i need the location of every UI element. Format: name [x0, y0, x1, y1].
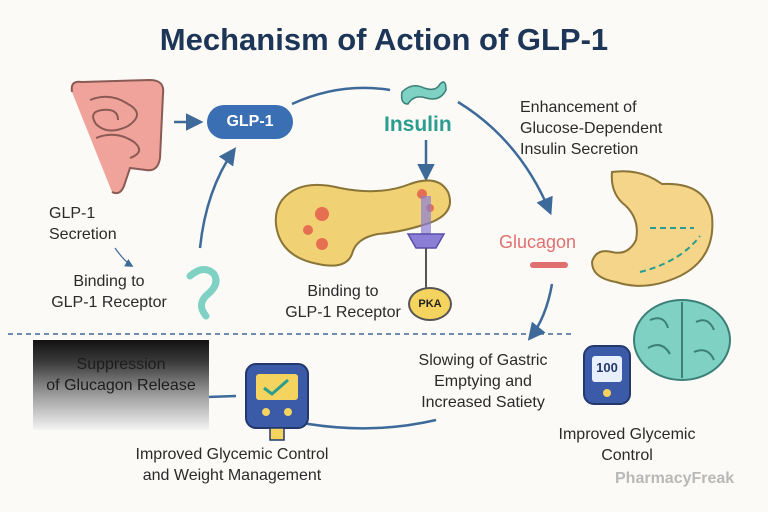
- step-improved-glycemic-right: Improved Glycemic Control: [532, 424, 722, 466]
- step-line: Enhancement of: [520, 99, 637, 116]
- step-enhancement: Enhancement of Glucose-Dependent Insulin…: [520, 97, 662, 160]
- step-improved-glycemic-bottom: Improved Glycemic Control and Weight Man…: [112, 444, 352, 486]
- suppression-box: Suppression of Glucagon Release: [33, 340, 209, 430]
- step-line: Increased Satiety: [421, 394, 545, 411]
- step-line: Improved Glycemic Control: [135, 446, 329, 463]
- step-line: Suppression: [76, 356, 166, 373]
- step-line: and Weight Management: [142, 467, 322, 484]
- step-line: of Glucagon Release: [46, 377, 196, 394]
- step-line: Emptying and: [434, 373, 532, 390]
- glp1-pill-label: GLP-1: [207, 105, 293, 139]
- insulin-label: Insulin: [384, 113, 452, 136]
- step-suppression: Suppression of Glucagon Release: [33, 354, 209, 396]
- page-title: Mechanism of Action of GLP-1: [159, 22, 609, 57]
- step-line: GLP-1 Receptor: [51, 294, 167, 311]
- intestine-icon: [70, 78, 165, 195]
- step-line: Glucose-Dependent: [520, 120, 663, 137]
- glp1-receptor-icon: [406, 196, 446, 288]
- glp1-molecule-icon: [186, 266, 220, 320]
- meter-reading: 100: [596, 360, 618, 375]
- glucometer-icon: [245, 363, 309, 441]
- glucagon-label: Glucagon: [499, 232, 577, 252]
- step-glp1-secretion: GLP-1 Secretion: [49, 203, 117, 245]
- step-line: Insulin Secretion: [520, 141, 639, 158]
- step-line: Slowing of Gastric: [418, 352, 548, 369]
- stomach-icon: [590, 170, 714, 287]
- step-line: Binding to: [307, 283, 379, 300]
- step-line: GLP-1 Receptor: [285, 304, 401, 321]
- glucagon-molecule-icon: [530, 262, 568, 268]
- flow-arrows: [174, 86, 554, 430]
- brain-icon: [633, 299, 731, 381]
- step-line: GLP-1: [49, 205, 96, 222]
- step-line: Binding to: [73, 273, 145, 290]
- step-binding-left: Binding to GLP-1 Receptor: [34, 271, 184, 313]
- step-binding-center: Binding to GLP-1 Receptor: [268, 281, 418, 323]
- step-line: Control: [601, 447, 653, 464]
- pka-label: PKA: [408, 287, 452, 321]
- step-line: Improved Glycemic: [558, 426, 696, 443]
- step-gastric-emptying: Slowing of Gastric Emptying and Increase…: [398, 350, 568, 413]
- insulin-molecule-icon: [400, 81, 447, 105]
- step-line: Secretion: [49, 226, 117, 243]
- glucose-meter-icon: [583, 345, 631, 405]
- watermark: PharmacyFreak: [615, 470, 735, 487]
